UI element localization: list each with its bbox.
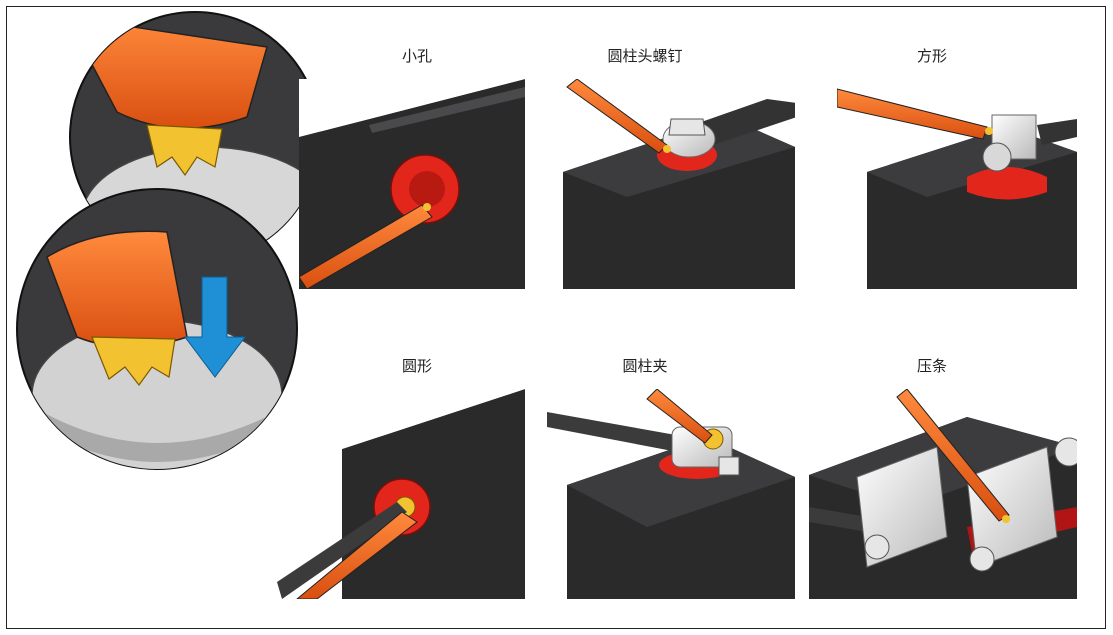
- label-cylinder-clamp: 圆柱夹: [622, 357, 668, 375]
- panel-round: [277, 389, 525, 599]
- panel-bar: [809, 389, 1077, 599]
- zoom-circle-bottom: [16, 188, 298, 470]
- diagram-illustrations: [16, 11, 1077, 599]
- label-cylinder-screw: 圆柱头螺钉: [607, 47, 683, 65]
- panel-cylinder-screw: [563, 79, 795, 289]
- panel-cylinder-clamp: [547, 389, 795, 599]
- panel-small-hole: [299, 79, 525, 289]
- panel-square: [837, 88, 1077, 289]
- label-round: 圆形: [401, 357, 432, 375]
- label-small-hole: 小孔: [401, 47, 432, 65]
- down-arrow-icon: [184, 276, 246, 378]
- label-bar: 压条: [916, 357, 947, 375]
- label-square: 方形: [916, 47, 947, 65]
- diagram-frame: 小孔 圆柱头螺钉 方形 圆形 圆柱夹 压条: [6, 6, 1106, 629]
